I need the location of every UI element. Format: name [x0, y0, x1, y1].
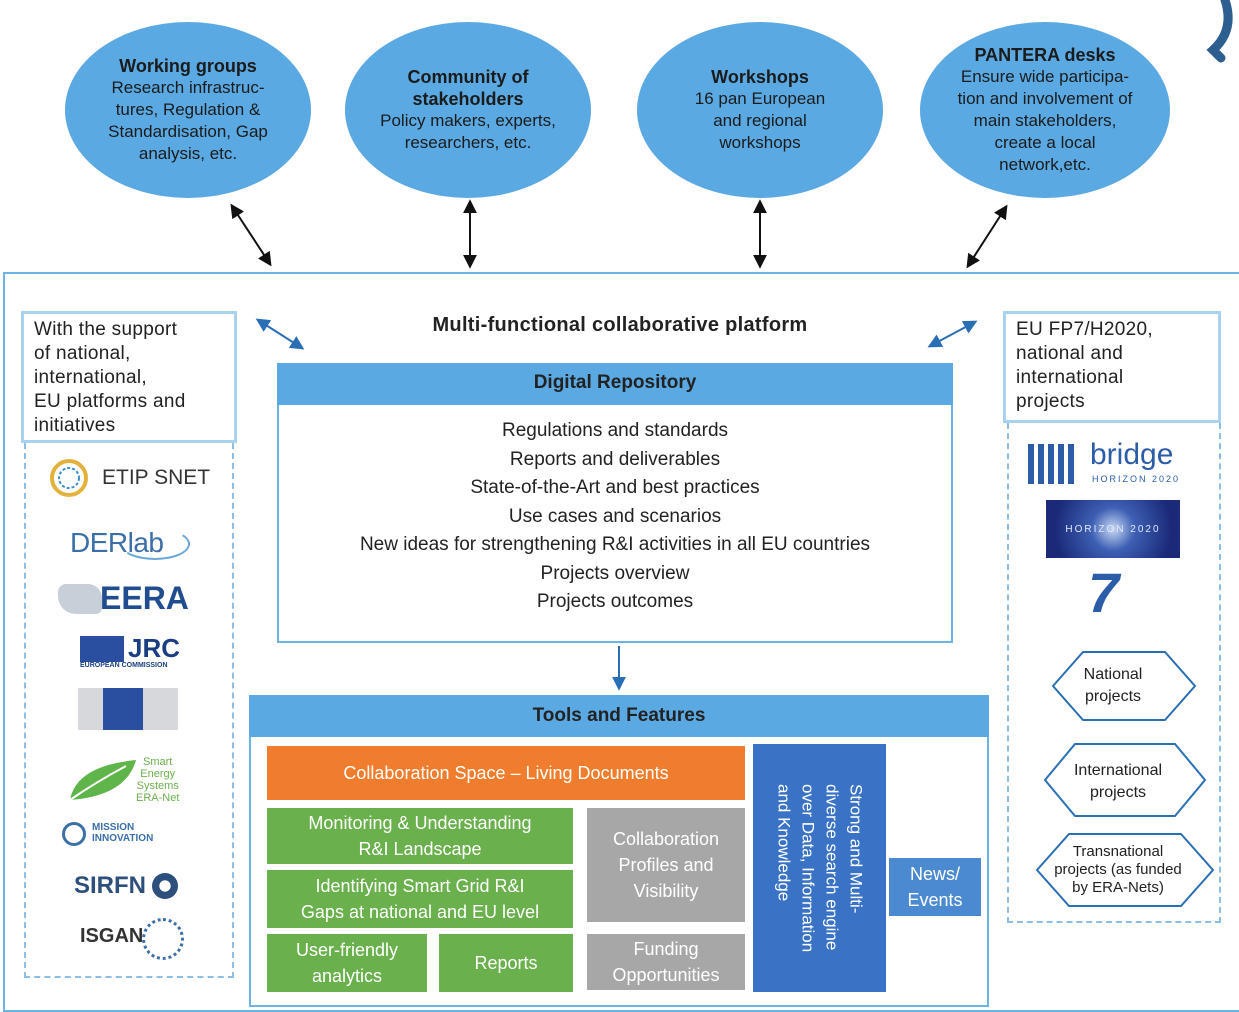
user-friendly-analytics-tile: User-friendly analytics — [267, 934, 427, 992]
etip-snet-logo-icon — [50, 459, 88, 497]
funding-opportunities-tile: Funding Opportunities — [587, 934, 745, 990]
repository-title-bar: Digital Repository — [277, 363, 953, 405]
right-logos-column — [1007, 423, 1221, 923]
collaboration-profiles-tile: Collaboration Profiles and Visibility — [587, 808, 745, 922]
ec-building-icon — [78, 688, 178, 730]
bridge-grid-icon — [1028, 444, 1078, 484]
repository-item: New ideas for strengthening R&I activiti… — [359, 534, 871, 555]
reports-tile: Reports — [439, 934, 573, 992]
mission-innovation-icon — [62, 822, 86, 846]
fp7-logo: 7 — [1088, 561, 1120, 624]
circle-title: Workshops — [711, 67, 809, 87]
circle-body: Policy makers, experts, researchers, etc… — [380, 111, 556, 152]
repository-list: Regulations and standards Reports and de… — [277, 405, 953, 643]
leaf-logo-icon — [69, 760, 136, 801]
tools-title-bar: Tools and Features — [249, 695, 989, 737]
bridge-logo: bridge — [1090, 438, 1174, 471]
monitoring-tile: Monitoring & Understanding R&I Landscape — [267, 808, 573, 864]
corner-swoosh-icon — [1206, 0, 1233, 63]
circle-body: 16 pan European and regional workshops — [694, 89, 826, 152]
jrc-subtitle: EUROPEAN COMMISSION — [80, 662, 168, 669]
sirfn-logo: SIRFN — [74, 872, 146, 899]
eera-logo: EERA — [100, 580, 189, 616]
circle-workshops: Workshops 16 pan European and regional w… — [637, 22, 883, 198]
circle-working-groups: Working groups Research infrastruc- ture… — [65, 22, 311, 198]
bridge-subtitle: HORIZON 2020 — [1092, 474, 1181, 484]
repository-item: Reports and deliverables — [509, 448, 721, 470]
eu-flag-icon — [80, 636, 124, 662]
hex-international-projects: International projects — [1073, 762, 1163, 801]
derlab-swoosh — [120, 528, 190, 560]
sirfn-globe-icon — [152, 873, 178, 899]
right-projects-box: EU FP7/H2020, national and international… — [1003, 311, 1221, 423]
repository-item: Use cases and scenarios — [508, 505, 722, 527]
etip-snet-logo: ETIP SNET — [102, 466, 211, 489]
hex-transnational-projects: Transnational projects (as funded by ERA… — [1054, 843, 1182, 896]
repository-item: Projects outcomes — [536, 591, 694, 612]
collaboration-space-tile: Collaboration Space – Living Documents — [267, 746, 745, 800]
left-logos-column — [24, 443, 234, 978]
isgan-logo: ISGAN — [80, 925, 144, 947]
circle-title: PANTERA desks — [974, 45, 1116, 65]
repository-item: Projects overview — [540, 562, 690, 584]
circle-pantera-desks: PANTERA desks Ensure wide participa- tio… — [920, 22, 1170, 198]
circle-title: Working groups — [119, 56, 257, 76]
circle-body: Ensure wide participa- tion and involvem… — [957, 67, 1133, 174]
identifying-gaps-tile: Identifying Smart Grid R&I Gaps at natio… — [267, 870, 573, 928]
left-support-box: With the support of national, internatio… — [21, 311, 237, 443]
search-engine-label: Strong and Multi- diverse search engine … — [774, 783, 866, 953]
mission-innovation-logo: MISSION INNOVATION — [92, 822, 154, 844]
eera-map-icon — [58, 584, 102, 614]
smart-energy-systems-logo: Smart Energy Systems ERA-Net — [136, 756, 180, 804]
hex-national-projects: National projects — [1083, 666, 1143, 705]
circle-community: Community of stakeholders Policy makers,… — [345, 22, 591, 198]
search-engine-tile: Strong and Multi- diverse search engine … — [753, 744, 886, 992]
platform-title: Multi-functional collaborative platform — [432, 314, 808, 336]
horizon-2020-label: HORIZON 2020 — [1065, 523, 1161, 535]
jrc-logo: JRC — [128, 633, 181, 663]
circle-title: Community of stakeholders — [407, 67, 529, 109]
horizon-2020-logo: HORIZON 2020 — [1046, 500, 1180, 558]
repository-item: State-of-the-Art and best practices — [470, 477, 760, 498]
circle-body: Research infrastruc- tures, Regulation &… — [108, 78, 268, 163]
news-events-tile: News/ Events — [889, 858, 981, 916]
hexagons — [1035, 651, 1215, 907]
repository-item: Regulations and standards — [501, 420, 729, 441]
isgan-dots-icon — [142, 918, 184, 960]
